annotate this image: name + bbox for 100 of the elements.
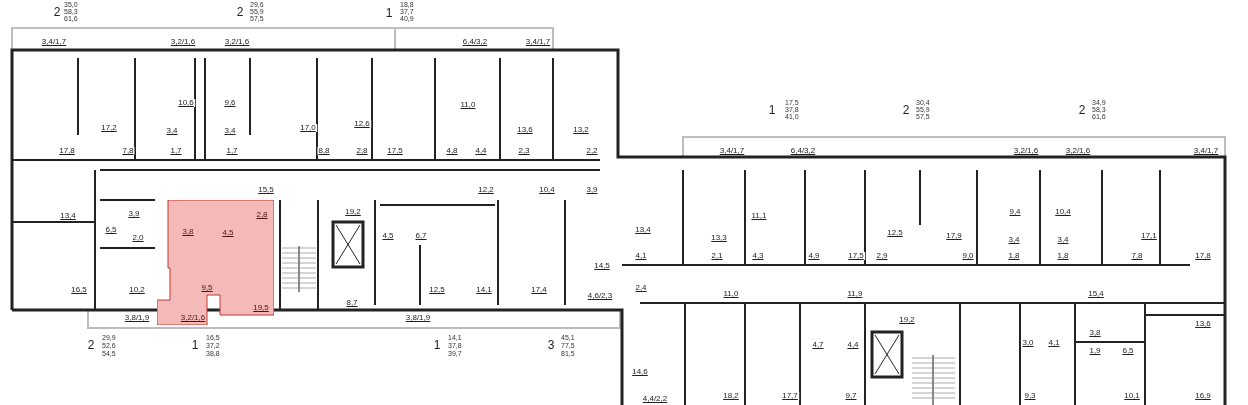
room-area: 13,6 bbox=[1194, 320, 1212, 328]
room-area: 11,0 bbox=[722, 290, 740, 298]
room-area: 1,8 bbox=[1007, 252, 1021, 260]
room-area: 10,6 bbox=[177, 99, 195, 107]
room-area: 3,9 bbox=[127, 210, 141, 218]
room-area: 17,7 bbox=[781, 392, 799, 400]
room-area: 4,5 bbox=[222, 229, 234, 237]
room-area: 12,5 bbox=[428, 286, 446, 294]
room-area: 4,6/2,3 bbox=[586, 292, 614, 300]
room-area: 9,6 bbox=[223, 99, 237, 107]
room-area: 3,4/1,7 bbox=[524, 38, 552, 46]
room-area: 1,8 bbox=[1056, 252, 1070, 260]
room-area: 3,4/1,7 bbox=[40, 38, 68, 46]
room-area: 3,2/1,6 bbox=[180, 314, 206, 322]
room-count: 1 bbox=[191, 339, 199, 351]
room-area: 4,8 bbox=[445, 147, 459, 155]
room-area: 14,6 bbox=[631, 368, 649, 376]
room-area: 12,2 bbox=[477, 186, 495, 194]
room-count: 2 bbox=[87, 339, 95, 351]
room-area: 2,1 bbox=[710, 252, 724, 260]
room-area: 6,5 bbox=[104, 226, 118, 234]
room-area: 11,1 bbox=[750, 212, 768, 220]
room-area: 19,5 bbox=[253, 304, 269, 312]
room-area: 4,7 bbox=[811, 341, 825, 349]
room-area: 1,7 bbox=[169, 147, 183, 155]
room-area: 10,2 bbox=[128, 286, 146, 294]
room-area: 17,8 bbox=[1194, 252, 1212, 260]
room-count: 1 bbox=[385, 7, 393, 19]
room-area: 10,1 bbox=[1123, 392, 1141, 400]
room-area: 3,4 bbox=[1007, 236, 1021, 244]
room-area: 2,8 bbox=[256, 211, 268, 219]
room-area: 4,1 bbox=[634, 252, 648, 260]
room-area: 13,3 bbox=[710, 234, 728, 242]
room-area: 16,9 bbox=[1194, 392, 1212, 400]
room-area: 7,8 bbox=[1130, 252, 1144, 260]
room-area: 12,6 bbox=[353, 120, 371, 128]
room-area: 2,3 bbox=[517, 147, 531, 155]
room-area: 3,8/1,9 bbox=[404, 314, 432, 322]
room-area: 6,5 bbox=[1121, 347, 1135, 355]
room-area: 17,1 bbox=[1140, 232, 1158, 240]
room-area: 2,0 bbox=[131, 234, 145, 242]
room-area: 4,3 bbox=[751, 252, 765, 260]
room-area: 6,4/3,2 bbox=[461, 38, 489, 46]
room-area: 4,4 bbox=[846, 341, 860, 349]
room-area: 6,4/3,2 bbox=[789, 147, 817, 155]
room-area: 9,0 bbox=[961, 252, 975, 260]
room-area: 19,2 bbox=[344, 208, 362, 216]
room-area: 3,2/1,6 bbox=[223, 38, 251, 46]
room-area: 17,5 bbox=[847, 252, 865, 260]
room-area: 13,4 bbox=[59, 212, 77, 220]
room-area: 3,2/1,6 bbox=[1064, 147, 1092, 155]
room-area: 14,5 bbox=[593, 262, 611, 270]
room-area: 4,1 bbox=[1047, 339, 1061, 347]
room-area: 3,4 bbox=[165, 127, 179, 135]
room-area: 3,8/1,9 bbox=[123, 314, 151, 322]
room-area: 17,4 bbox=[530, 286, 548, 294]
room-area: 13,2 bbox=[572, 126, 590, 134]
room-area: 11,9 bbox=[846, 290, 864, 298]
room-area: 3,8 bbox=[1088, 329, 1102, 337]
room-count: 2 bbox=[1078, 104, 1086, 116]
room-area: 9,3 bbox=[1023, 392, 1037, 400]
room-area: 9,4 bbox=[1008, 208, 1022, 216]
room-area: 14,1 bbox=[475, 286, 493, 294]
room-area: 9,5 bbox=[201, 284, 213, 292]
room-area: 3,4/1,7 bbox=[1192, 147, 1220, 155]
room-area: 3,9 bbox=[585, 186, 599, 194]
room-count: 2 bbox=[902, 104, 910, 116]
highlighted-apartment bbox=[157, 200, 274, 325]
room-area: 10,4 bbox=[538, 186, 556, 194]
room-count: 2 bbox=[236, 6, 244, 18]
room-area: 1,9 bbox=[1088, 347, 1102, 355]
room-area: 18,2 bbox=[722, 392, 740, 400]
room-area: 17,0 bbox=[299, 124, 317, 132]
room-area: 16,5 bbox=[70, 286, 88, 294]
room-area: 8,7 bbox=[345, 299, 359, 307]
room-area: 2,8 bbox=[355, 147, 369, 155]
room-area: 15,4 bbox=[1087, 290, 1105, 298]
room-area: 2,9 bbox=[875, 252, 889, 260]
room-area: 17,2 bbox=[100, 124, 118, 132]
room-count: 1 bbox=[433, 339, 441, 351]
room-area: 8,8 bbox=[317, 147, 331, 155]
room-count: 2 bbox=[53, 6, 61, 18]
room-area: 13,6 bbox=[516, 126, 534, 134]
room-area: 12,5 bbox=[886, 229, 904, 237]
room-area: 17,8 bbox=[58, 147, 76, 155]
room-area: 3,4/1,7 bbox=[718, 147, 746, 155]
room-area: 7,8 bbox=[121, 147, 135, 155]
room-area: 3,4 bbox=[1056, 236, 1070, 244]
room-area: 2,4 bbox=[634, 284, 648, 292]
room-area: 4,4/2,2 bbox=[641, 395, 669, 403]
room-area: 17,9 bbox=[945, 232, 963, 240]
room-count: 1 bbox=[768, 104, 776, 116]
room-area: 3,0 bbox=[1021, 339, 1035, 347]
room-area: 10,4 bbox=[1054, 208, 1072, 216]
room-area: 19,2 bbox=[898, 316, 916, 324]
room-area: 3,2/1,6 bbox=[1012, 147, 1040, 155]
room-area: 4,5 bbox=[381, 232, 395, 240]
room-area: 17,5 bbox=[386, 147, 404, 155]
room-area: 6,7 bbox=[414, 232, 428, 240]
room-area: 3,8 bbox=[182, 228, 194, 236]
